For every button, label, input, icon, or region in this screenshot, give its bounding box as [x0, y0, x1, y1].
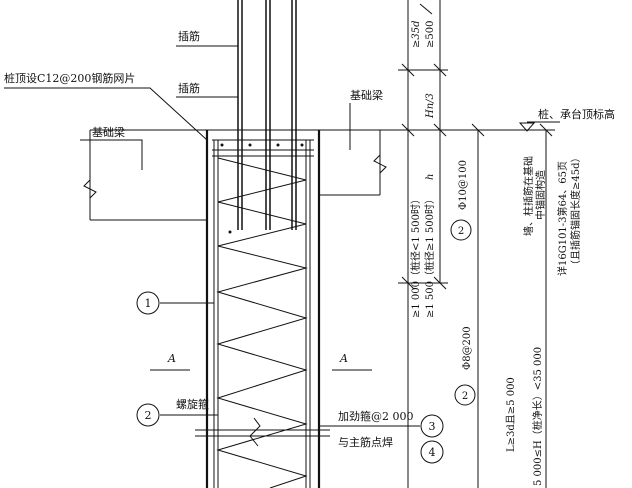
dim-anchor-35d: ≥35d — [411, 20, 422, 48]
dim-pile-length-min: L≥3d且≥5 000 — [505, 377, 517, 452]
foundation-beam-label-right: 基础梁 — [350, 88, 383, 102]
note-anchor-line1: 墙、柱插筋在基础 — [522, 156, 535, 236]
dim-h: h — [425, 174, 436, 180]
dim-dense-length-a: ≥1 000（桩径<1 500时） — [409, 194, 422, 318]
dim-anchor-500: ≥500 — [425, 21, 436, 48]
annotation-labels: 插筋 插筋 桩顶设C12@200钢筋网片 基础梁 基础梁 桩、承台顶标高 螺旋箍… — [4, 29, 615, 449]
note-anchor-line3: 详16G101-3第64、65页 — [556, 161, 569, 276]
spec-normal-hoop: Φ8@200 — [462, 326, 473, 370]
stiffener-label: 加劲箍@2 000 — [338, 409, 414, 423]
callout-2-dense: 2 — [458, 226, 464, 237]
dim-pile-net-length: 5 000≤H（桩净长）<35 000 — [531, 347, 544, 486]
vertical-rebar-texts: Φ10@100 Φ8@200 — [458, 160, 473, 370]
spiral-hoop-label: 螺旋箍 — [176, 397, 209, 411]
section-label-left: A — [167, 352, 176, 365]
pile-cap-top-label: 桩、承台顶标高 — [538, 107, 615, 121]
pile-outline — [205, 129, 321, 488]
spot-weld-label: 与主筋点焊 — [338, 435, 393, 449]
spiral-hoop — [216, 157, 308, 488]
callouts: 1 2 3 4 2 2 — [136, 219, 476, 464]
pile-top-mesh-label: 桩顶设C12@200钢筋网片 — [4, 71, 135, 85]
stiffener-break — [195, 417, 330, 447]
dim-hn-over-3: Hn/3 — [425, 93, 436, 119]
callout-4: 4 — [429, 446, 436, 459]
dowel-bars — [237, 0, 297, 230]
vertical-note-texts: 墙、柱插筋在基础 中锚固构造 详16G101-3第64、65页 （且插筋锚固长度… — [522, 152, 582, 276]
dim-dense-length-b: ≥1 500（桩径≥1 500时） — [423, 194, 436, 318]
leader-lines — [4, 45, 420, 427]
section-markers: A A — [150, 352, 372, 371]
dowel-label-top: 插筋 — [178, 29, 200, 43]
vertical-dimension-texts: ≥35d ≥500 Hn/3 h ≥1 000（桩径<1 500时） ≥1 50… — [409, 20, 544, 486]
dimension-lines — [398, 0, 560, 488]
dowel-label-mid: 插筋 — [178, 81, 200, 95]
callout-3: 3 — [429, 420, 436, 433]
note-anchor-line4: （且插筋锚固长度≥45d） — [569, 152, 582, 270]
callout-2-spiral: 2 — [145, 409, 152, 422]
section-label-right: A — [339, 352, 348, 365]
note-anchor-line2: 中锚固构造 — [534, 170, 547, 220]
callout-1: 1 — [145, 297, 152, 310]
foundation-beam-label-left: 基础梁 — [92, 125, 125, 139]
pile-top-mesh — [212, 139, 314, 234]
callout-2-normal: 2 — [462, 391, 468, 402]
spec-dense-hoop: Φ10@100 — [458, 160, 469, 210]
